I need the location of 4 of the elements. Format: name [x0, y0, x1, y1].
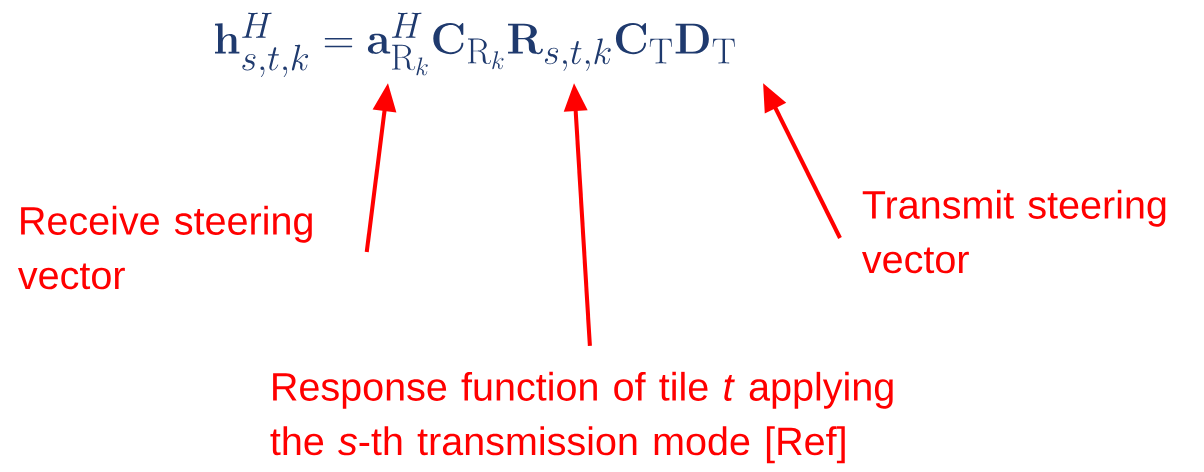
annotation-text: Response function of tile t applying the s-th transmission mode [Ref] [270, 371, 893, 464]
annotation-text: Receive steering vector [18, 205, 312, 290]
annotation-text: Transmit steering vector [862, 189, 1166, 274]
formula: $\mathbf{h}^{H}_{s,t,k} = \mathbf{a}^{H}_{\mathrm{R}_k}\mathbf{C}_{\mathrm{R}_k}\mathbf{R}_{s,t,k}\mathbf{C}_{\mathrm{T}}\mathbf{D}_{\mathrm{T}}$ [215, 12, 735, 78]
